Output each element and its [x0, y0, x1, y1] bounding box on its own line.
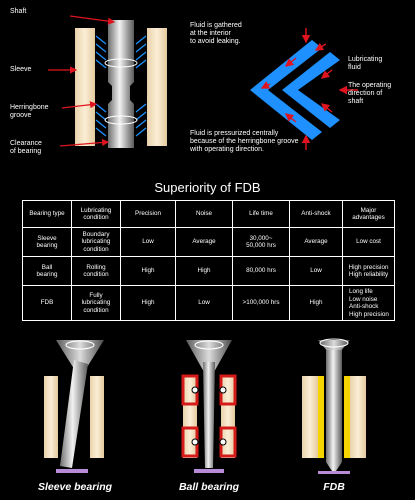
fdb-illustration: [302, 338, 366, 474]
ball-bearing-illustration: [181, 340, 237, 473]
fdb-fluid-left: [318, 376, 324, 458]
table-cell: Boundary lubricating condition: [71, 227, 121, 257]
sleeve-bearing-illustration: [44, 340, 104, 473]
fluid-flow-diagram: [250, 28, 358, 150]
base-plate: [56, 469, 88, 473]
herringbone-groove-upper: [95, 35, 147, 69]
ball-bearing-left-wall: [183, 376, 197, 458]
table-cell: Low cost: [342, 227, 395, 257]
fdb-right-wall: [350, 376, 366, 458]
rotation-arrow: [319, 338, 349, 348]
base-plate: [194, 469, 224, 473]
table-cell: High: [175, 256, 233, 286]
sleeve-bearing-tilted-shaft: [60, 360, 88, 468]
rotation-arrow-lower: [104, 115, 138, 125]
ball-3: [191, 438, 199, 446]
table-cell: Average: [175, 227, 233, 257]
herringbone-groove-lower: [95, 103, 147, 137]
table-cell: 30,000~ 50,000 hrs: [232, 227, 290, 257]
sleeve-cross-section: [48, 15, 167, 148]
table-cell: Low: [289, 256, 343, 286]
sleeve-left: [75, 28, 95, 146]
table-cell: High: [289, 285, 343, 321]
fdb-fluid-right: [344, 376, 350, 458]
label-lubricating-fluid: Lubricating fluid: [348, 56, 383, 71]
shaft: [108, 20, 134, 148]
ball-bearing-cone: [186, 340, 232, 372]
caption-sleeve-bearing: Sleeve bearing: [37, 481, 113, 493]
table-header-row: Bearing type Lubricating condition Preci…: [22, 200, 395, 228]
fdb-shaft: [326, 350, 342, 474]
header-cell: Precision: [120, 200, 176, 228]
fdb-left-wall: [302, 376, 318, 458]
rotation-arrow: [194, 340, 224, 350]
label-herringbone-groove: Herringbone groove: [10, 104, 49, 119]
sleeve-bearing-right-wall: [90, 376, 104, 458]
table-cell: High: [120, 285, 176, 321]
label-clearance: Clearance of bearing: [10, 140, 42, 155]
fluid-chevron-inner: [282, 52, 340, 128]
table-cell: High: [120, 256, 176, 286]
ball-1: [191, 386, 199, 394]
base-plate: [318, 471, 350, 474]
table-cell: Low: [120, 227, 176, 257]
ball-2: [219, 386, 227, 394]
table-cell: Average: [289, 227, 343, 257]
comparison-table: Bearing type Lubricating condition Preci…: [22, 200, 395, 321]
header-cell: Major advantages: [342, 200, 395, 228]
header-cell: Noise: [175, 200, 233, 228]
table-cell: Ball bearing: [22, 256, 72, 286]
rotation-arrow-upper: [104, 58, 138, 68]
header-cell: Bearing type: [22, 200, 72, 228]
sleeve-bearing-left-wall: [44, 376, 58, 458]
table-row: Sleeve bearing Boundary lubricating cond…: [22, 227, 395, 257]
table-cell: Sleeve bearing: [22, 227, 72, 257]
label-fluid-pressurized: Fluid is pressurized centrally because o…: [190, 130, 299, 153]
label-sleeve: Sleeve: [10, 66, 32, 73]
callout-arrows: [48, 15, 116, 147]
table-row: FDB Fully lubricating condition High Low…: [22, 285, 395, 321]
table-cell: High precision High reliability: [342, 256, 395, 286]
fdb-cone: [318, 340, 350, 352]
header-cell: Life time: [232, 200, 290, 228]
caption-fdb: FDB: [323, 481, 345, 493]
label-shaft: Shaft: [10, 8, 27, 15]
label-operating-direction: The operating direction of shaft: [348, 82, 392, 105]
table-cell: Fully lubricating condition: [71, 285, 121, 321]
sleeve-bearing-cone: [56, 340, 104, 372]
ball-bearing-shaft: [203, 362, 215, 468]
ball-4: [219, 438, 227, 446]
header-cell: Anti-shock: [289, 200, 343, 228]
label-fluid-gathered: Fluid is gathered at the interior to avo…: [190, 22, 242, 45]
sleeve-right: [147, 28, 167, 146]
table-cell: Low: [175, 285, 233, 321]
table-title: Superiority of FDB: [154, 180, 261, 195]
flow-arrows: [260, 28, 358, 150]
caption-ball-bearing: Ball bearing: [178, 481, 240, 493]
table-cell: >100,000 hrs: [232, 285, 290, 321]
header-cell: Lubricating condition: [71, 200, 121, 228]
table-cell: Rolling condition: [71, 256, 121, 286]
rotation-arrow: [65, 340, 95, 350]
table-row: Ball bearing Rolling condition High High…: [22, 256, 395, 286]
ball-bearing-right-wall: [221, 376, 235, 458]
table-cell: FDB: [22, 285, 72, 321]
table-cell: 80,000 hrs: [232, 256, 290, 286]
table-cell: Long life Low noise Anti-shock High prec…: [342, 285, 395, 321]
